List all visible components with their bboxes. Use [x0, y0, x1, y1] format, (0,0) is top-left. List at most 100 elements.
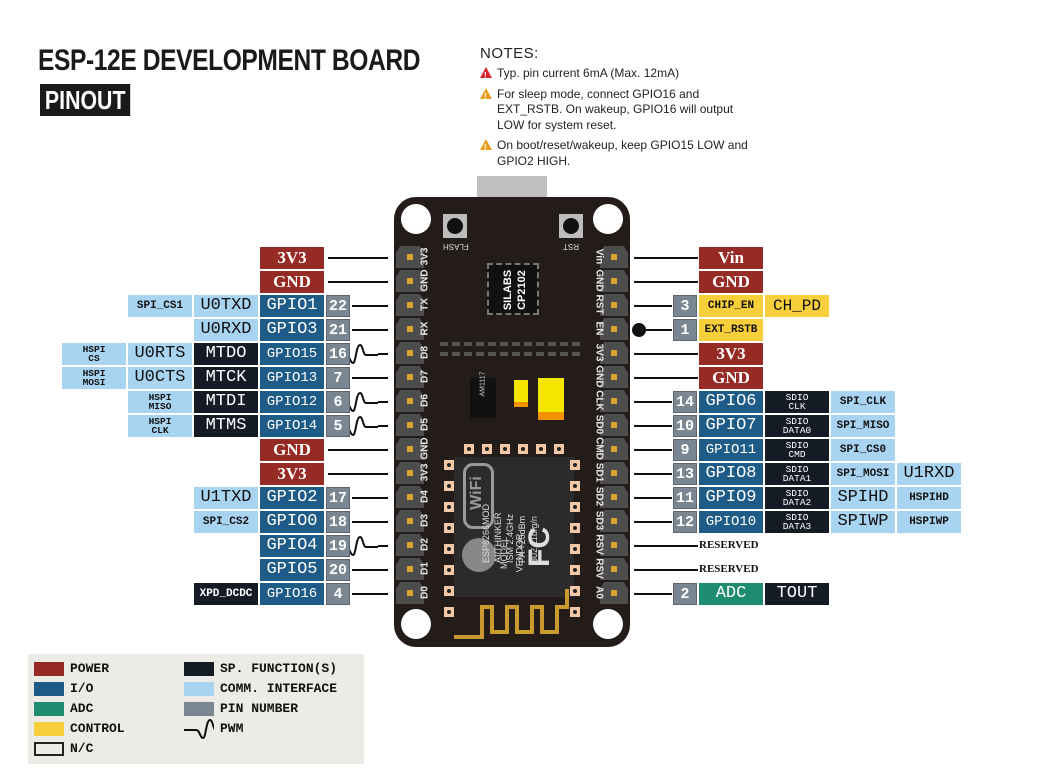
pin-function: SPI_MOSI	[831, 463, 895, 485]
gpio-label: GPIO10	[699, 511, 763, 533]
pin-function: SPIHD	[831, 487, 895, 509]
pin-function: TOUT	[765, 583, 829, 605]
header-pin-pad	[407, 542, 413, 548]
voltage-regulator	[470, 378, 496, 418]
vendor-label: VENDOR	[514, 533, 525, 573]
connector-line	[378, 401, 388, 403]
connector-line	[328, 449, 388, 451]
gpio-label: 3V3	[260, 247, 324, 269]
legend-swatch	[184, 662, 214, 676]
connector-line	[634, 449, 672, 451]
mounting-hole	[401, 204, 431, 234]
connector-line	[634, 593, 672, 595]
gpio-label: GPIO14	[260, 415, 324, 437]
gpio-label: GPIO5	[260, 559, 324, 581]
chip-line2: CP2102	[515, 270, 528, 310]
legend-swatch	[34, 702, 64, 716]
gpio-label: GPIO15	[260, 343, 324, 365]
legend-label: PIN NUMBER	[220, 701, 299, 716]
pin-number: 2	[673, 583, 697, 605]
module-pad	[570, 502, 580, 512]
mounting-hole	[401, 609, 431, 639]
header-pin-pad	[407, 446, 413, 452]
header-pin-pad	[611, 254, 617, 260]
pin-number: 19	[326, 535, 350, 557]
silkscreen-label-right: A0	[593, 586, 605, 599]
connector-line	[378, 545, 388, 547]
header-pin-pad	[407, 374, 413, 380]
gpio-label: EXT_RSTB	[699, 319, 763, 341]
legend-label: SP. FUNCTION(S)	[220, 661, 338, 676]
header-pin-pad	[407, 470, 413, 476]
connector-line	[634, 521, 672, 523]
module-pad	[518, 444, 528, 454]
connector-line	[378, 353, 388, 355]
gpio-label: GPIO8	[699, 463, 763, 485]
warning-icon	[480, 87, 492, 104]
gpio-label: GPIO2	[260, 487, 324, 509]
pin-number: 10	[673, 415, 697, 437]
gpio-label: 3V3	[260, 463, 324, 485]
header-pin-pad	[407, 566, 413, 572]
mounting-hole	[593, 609, 623, 639]
pin-number: 3	[673, 295, 697, 317]
pcb-antenna	[454, 589, 569, 639]
connector-line	[634, 257, 698, 259]
pin-number: 7	[326, 367, 350, 389]
gpio-label: GND	[699, 367, 763, 389]
note-item: Typ. pin current 6mA (Max. 12mA)	[480, 66, 750, 84]
header-pin-pad	[407, 326, 413, 332]
connector-line	[644, 329, 672, 331]
connector-line	[352, 377, 388, 379]
warning-icon	[480, 139, 492, 156]
legend-swatch	[34, 682, 64, 696]
gpio-label: GPIO13	[260, 367, 324, 389]
module-pad	[444, 523, 454, 533]
gpio-label: GND	[260, 271, 324, 293]
header-pin-pad	[611, 542, 617, 548]
pin-number: 22	[326, 295, 350, 317]
connector-line	[634, 497, 672, 499]
reset-button[interactable]	[559, 214, 583, 238]
header-pin-pad	[407, 302, 413, 308]
fcc-logo: FC	[523, 527, 556, 567]
wifi-logo: WiFi	[463, 463, 494, 529]
flash-button[interactable]	[443, 214, 467, 238]
gpio-label: GPIO4	[260, 535, 324, 557]
legend-label: COMM. INTERFACE	[220, 681, 338, 696]
module-pad	[444, 460, 454, 470]
danger-icon	[480, 67, 492, 84]
connector-line	[634, 425, 672, 427]
usb-uart-chip	[487, 263, 539, 315]
connector-line	[352, 497, 388, 499]
connector-line	[352, 329, 388, 331]
header-pin-pad	[407, 494, 413, 500]
legend-label: ADC	[70, 701, 94, 716]
pin-function: U0TXD	[194, 295, 258, 317]
module-pad	[500, 444, 510, 454]
connector-line	[634, 305, 672, 307]
module-pad	[482, 444, 492, 454]
header-pin-pad	[611, 566, 617, 572]
header-pin-pad	[611, 470, 617, 476]
gpio-label: GND	[699, 271, 763, 293]
connector-line	[634, 281, 698, 283]
legend-label: I/O	[70, 681, 94, 696]
pin-function: SPI_CS1	[128, 295, 192, 317]
connector-line	[328, 281, 388, 283]
capacitor	[538, 378, 564, 420]
pin-function: SPIWP	[831, 511, 895, 533]
header-pin-pad	[611, 422, 617, 428]
pin-function: MTDI	[194, 391, 258, 413]
gpio-label: GPIO0	[260, 511, 324, 533]
pin-function: XPD_DCDC	[194, 583, 258, 605]
pin-number: 18	[326, 511, 350, 533]
header-pin-pad	[611, 350, 617, 356]
reserved-label: RESERVED	[699, 539, 759, 551]
